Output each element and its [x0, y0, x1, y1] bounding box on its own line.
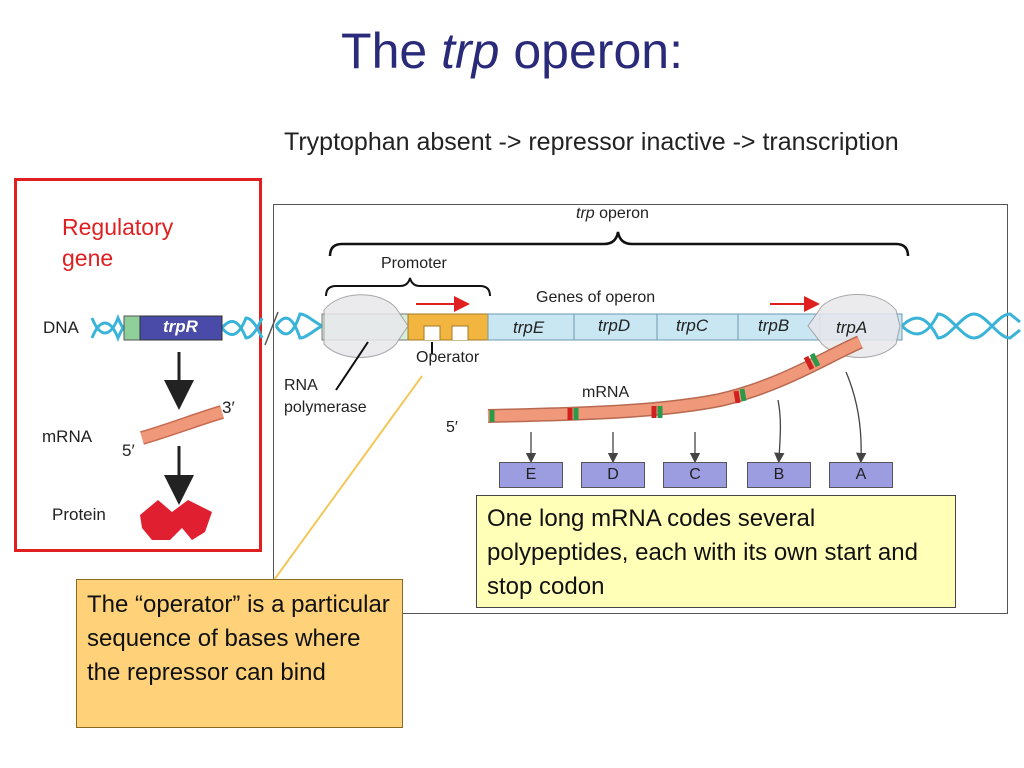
- subtitle: Tryptophan absent -> repressor inactive …: [284, 128, 899, 156]
- trp-operon-label-italic: trp: [576, 205, 595, 222]
- mrna-callout: One long mRNA codes several polypeptides…: [476, 495, 956, 608]
- rna-polymerase-line1: RNA: [284, 377, 318, 394]
- repressor-protein-icon: [140, 500, 212, 540]
- operator-region: [407, 313, 489, 341]
- rna-polymerase-left: [323, 294, 409, 358]
- reg-3-prime-label: 3′: [222, 398, 235, 417]
- reg-gene-flank: [123, 315, 141, 341]
- trpR-gene-bar: [139, 315, 223, 341]
- operon-mrna-strand: [487, 336, 863, 422]
- regulatory-gene-box: [14, 178, 262, 552]
- dna-break-mark: [264, 311, 279, 346]
- page-title: The trp operon:: [0, 22, 1024, 80]
- trp-operon-label: trp operon: [576, 205, 649, 223]
- regulatory-heading-line2: gene: [62, 245, 114, 271]
- reg-mrna-label: mRNA: [42, 427, 93, 446]
- regulatory-heading-line1: Regulatory: [62, 214, 174, 240]
- reg-mrna-strand: [140, 406, 224, 444]
- trp-operon-label-text: operon: [599, 205, 649, 222]
- rna-polymerase-pointer: [335, 341, 369, 391]
- title-suffix: operon:: [513, 23, 683, 79]
- protein-box-E: E: [499, 462, 563, 488]
- protein-box-B: B: [747, 462, 811, 488]
- operator-label: Operator: [416, 349, 480, 366]
- dna-label: DNA: [43, 318, 79, 337]
- codon-marks: [489, 352, 821, 422]
- gene-label-trpB: trpB: [758, 316, 790, 335]
- operator-callout: The “operator” is a particular sequence …: [76, 579, 403, 728]
- title-italic: trp: [441, 23, 500, 79]
- gene-label-trpE: trpE: [513, 318, 545, 337]
- gene-label-trpC: trpC: [676, 316, 709, 335]
- gene-label-trpA: trpA: [836, 318, 868, 337]
- operator-notches: [423, 325, 469, 340]
- operon-diagram-frame: [273, 204, 1008, 614]
- protein-box-D: D: [581, 462, 645, 488]
- genes-of-operon-label: Genes of operon: [536, 289, 656, 306]
- protein-box-C: C: [663, 462, 727, 488]
- protein-box-A: A: [829, 462, 893, 488]
- regulatory-gene-heading: Regulatory gene: [62, 212, 173, 274]
- translation-arrows: [525, 371, 867, 464]
- promoter-label: Promoter: [381, 255, 447, 272]
- promoter-brace: [325, 277, 491, 297]
- operon-dna-helix: [274, 312, 1021, 340]
- reg-5-prime-label: 5′: [122, 441, 135, 460]
- protein-label: Protein: [52, 505, 106, 524]
- rna-polymerase-label: RNA polymerase: [284, 375, 367, 419]
- trpR-label: trpR: [163, 317, 198, 336]
- rna-polymerase-line2: polymerase: [284, 399, 367, 416]
- operator-callout-connector: [273, 375, 423, 581]
- operon-mrna-label: mRNA: [582, 384, 630, 401]
- gene-label-trpD: trpD: [598, 316, 631, 335]
- operon-brace: [328, 231, 910, 257]
- title-prefix: The: [341, 23, 428, 79]
- operon-5-prime-label: 5′: [446, 419, 458, 436]
